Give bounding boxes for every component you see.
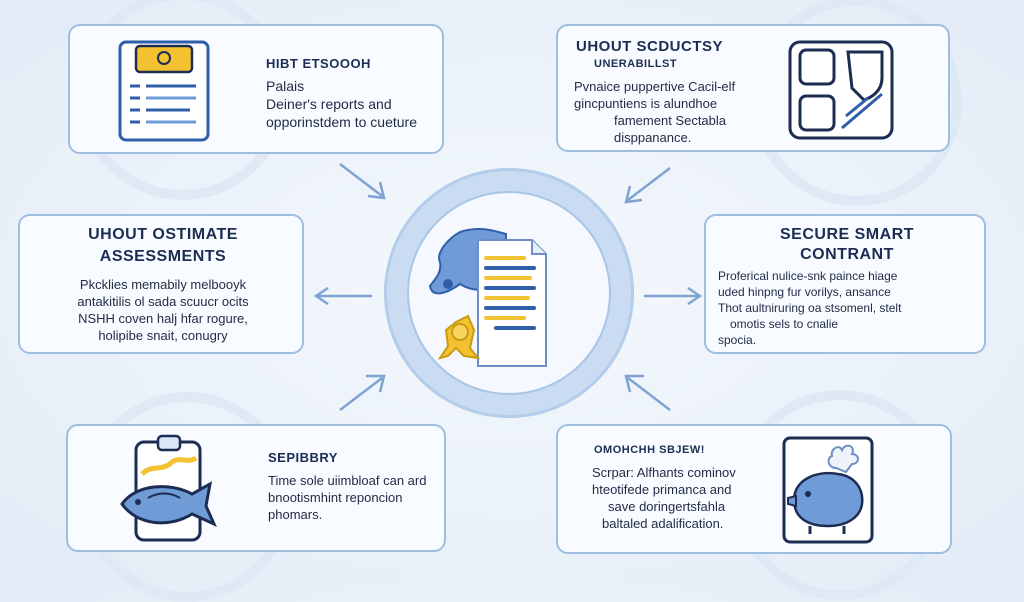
card-line: disppanance. [614, 130, 692, 145]
card-line: uded hinpng fur vorilys, ansance [718, 285, 891, 299]
clipboard-fish-icon [118, 432, 222, 548]
card-subtitle: ASSESSMENTS [99, 248, 227, 265]
card-middle-right: SECURE SMART CONTRANT Proferical nulice-… [704, 214, 986, 354]
document-with-seal-icon [420, 220, 560, 370]
card-line: spocia. [718, 333, 757, 347]
card-line: hteotifede primanca and [592, 482, 732, 497]
card-middle-left: UHOUT OSTIMATE ASSESSMENTS Pkcklies mema… [18, 214, 304, 354]
arrow-from-bottom-left [336, 370, 390, 414]
card-title: HIBT ETSOOOH [266, 56, 371, 71]
card-line: holipibe snait, conugry [98, 328, 228, 343]
card-subtitle: CONTRANT [800, 246, 894, 263]
arrow-from-top-left [336, 160, 390, 202]
card-line: antakitilis ol sada scuucr ocits [77, 294, 249, 309]
card-line: Pvnaice puppertive Cacil-elf [574, 79, 736, 94]
arrow-from-top-right [620, 164, 674, 206]
card-title: OMOHCHH SBJEW! [594, 444, 705, 456]
card-line: Deiner's reports and [266, 96, 392, 112]
card-line: Palais [266, 78, 305, 94]
card-line: baltaled adalification. [602, 516, 724, 531]
card-title: UHOUT OSTIMATE [88, 226, 238, 243]
card-line: opporinstdem to cueture [266, 114, 417, 130]
card-line: gincpuntiens is alundhoe [574, 96, 718, 111]
card-line: Proferical nulice-snk paince hiage [718, 269, 898, 283]
card-line: omotis sels to cnalie [730, 317, 839, 331]
card-line: bnootismhint reponcion [268, 490, 403, 505]
card-line: phomars. [268, 507, 323, 522]
card-line: Time sole uiimbloaf can ard [268, 473, 427, 488]
card-top-left: HIBT ETSOOOH Palais Deiner's reports and… [68, 24, 444, 154]
circuit-panel-icon [786, 38, 896, 142]
card-bottom-right: OMOHCHH SBJEW! Scrpar: Alfhants cominov … [556, 424, 952, 554]
card-line: NSHH coven halj hfar rogure, [78, 311, 248, 326]
card-title: SEPIBBRY [268, 450, 338, 465]
card-subtitle: UNERABILLST [594, 58, 678, 70]
arrow-from-bottom-right [620, 370, 674, 414]
card-top-right: UHOUT SCDUCTSY UNERABILLST Pvnaice puppe… [556, 24, 950, 152]
card-line: Pkcklies memabily melbooyk [79, 277, 247, 292]
card-line: save doringertsfahla [608, 499, 726, 514]
card-line: Thot aultniruring oa stsomenl, stelt [718, 301, 902, 315]
arrow-to-left [312, 286, 376, 306]
arrow-to-right [640, 286, 704, 306]
piggy-bank-icon [780, 434, 876, 546]
card-line: famement Sectabla [614, 113, 727, 128]
card-title: SECURE SMART [779, 226, 914, 243]
card-bottom-left: SEPIBBRY Time sole uiimbloaf can ard bno… [66, 424, 446, 552]
clipboard-checklist-icon [116, 38, 212, 144]
card-line: Scrpar: Alfhants cominov [592, 465, 736, 480]
card-title: UHOUT SCDUCTSY [576, 38, 724, 55]
